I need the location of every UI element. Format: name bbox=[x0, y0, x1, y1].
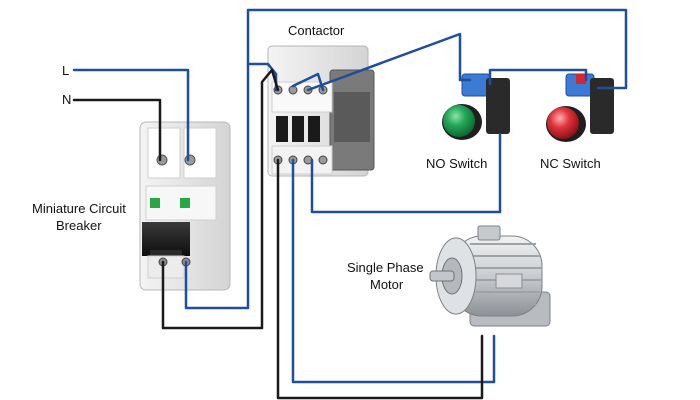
nc-switch-label: NC Switch bbox=[540, 156, 601, 171]
single-phase-motor bbox=[429, 225, 551, 327]
motor-label-line1: Single Phase bbox=[347, 260, 424, 275]
breaker-to-contactor-black-wire bbox=[161, 68, 280, 330]
green-button-icon bbox=[443, 105, 475, 137]
miniature-circuit-breaker bbox=[139, 121, 231, 291]
contactor-to-motor-black-wire bbox=[276, 158, 484, 400]
breaker-label-line1: Miniature Circuit bbox=[32, 201, 126, 216]
nc-switch bbox=[546, 73, 614, 142]
contactor bbox=[267, 45, 375, 177]
no-switch bbox=[442, 73, 510, 140]
no-switch-label: NO Switch bbox=[426, 156, 487, 171]
red-button-icon bbox=[547, 107, 579, 139]
wires bbox=[72, 8, 628, 400]
no-return-wire bbox=[310, 132, 502, 214]
neutral-label: N bbox=[62, 92, 71, 107]
breaker-label-line2: Breaker bbox=[56, 218, 102, 233]
motor-label-line2: Motor bbox=[370, 277, 404, 292]
coil-wire bbox=[291, 72, 325, 92]
line-label: L bbox=[62, 63, 69, 78]
no-to-nc-wire bbox=[488, 68, 588, 86]
top-loop-wire bbox=[246, 8, 628, 90]
contactor-to-no-switch-wire bbox=[306, 32, 472, 92]
contactor-label: Contactor bbox=[288, 23, 345, 38]
neutral-wire bbox=[72, 98, 162, 162]
line-wire bbox=[72, 68, 190, 162]
contactor-to-motor-blue-wire bbox=[291, 158, 496, 384]
